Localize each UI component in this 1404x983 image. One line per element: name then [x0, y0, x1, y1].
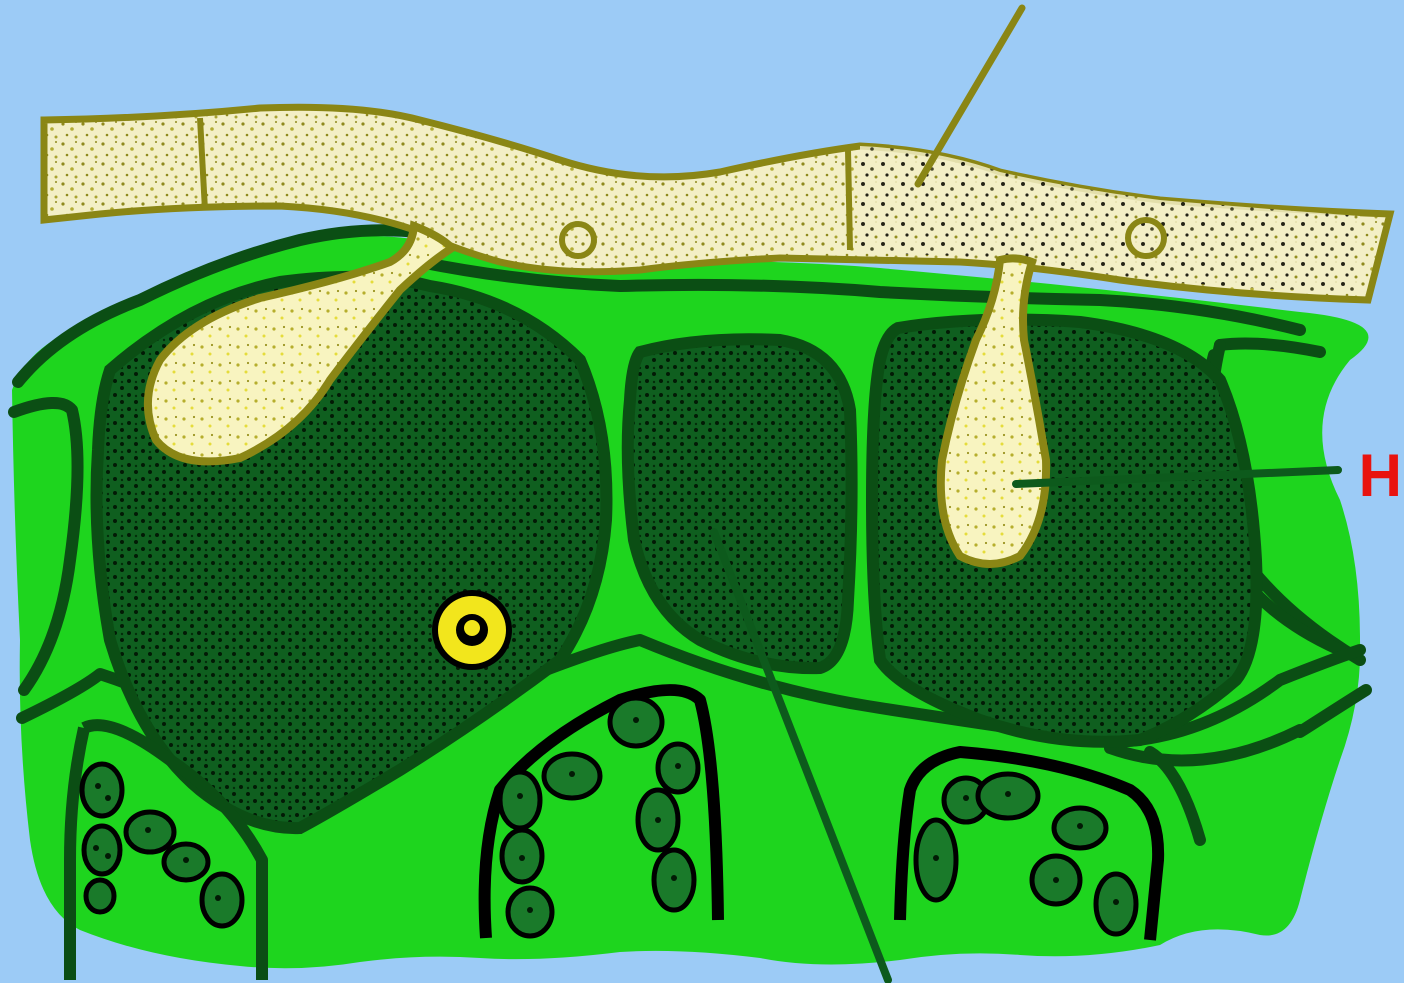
label-h: H: [1359, 446, 1402, 506]
hypha-dark-region: [860, 146, 1360, 292]
pointer-line-top: [918, 8, 1022, 184]
nucleus: [432, 590, 512, 670]
cell-right: [872, 320, 1257, 742]
